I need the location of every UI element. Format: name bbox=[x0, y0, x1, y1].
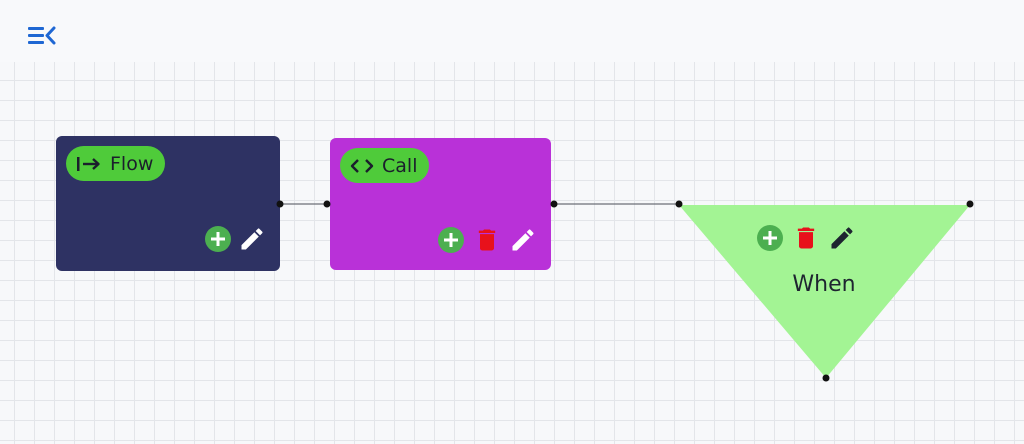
call-node[interactable]: Call bbox=[330, 138, 551, 270]
call-input-port[interactable] bbox=[323, 200, 331, 208]
when-add-button[interactable] bbox=[756, 224, 784, 252]
flow-node-label: Flow bbox=[110, 152, 154, 175]
when-node[interactable]: When bbox=[678, 204, 971, 379]
edit-icon bbox=[512, 229, 534, 251]
flow-output-port[interactable] bbox=[276, 200, 284, 208]
call-output-port[interactable] bbox=[550, 200, 558, 208]
collapse-menu-button[interactable] bbox=[24, 20, 60, 52]
when-node-label: When bbox=[792, 272, 856, 297]
when-delete-button[interactable] bbox=[792, 224, 820, 252]
call-node-pill[interactable]: Call bbox=[340, 148, 430, 183]
call-edit-button[interactable] bbox=[509, 226, 537, 254]
flow-node[interactable]: Flow bbox=[56, 136, 280, 271]
call-add-button[interactable] bbox=[437, 226, 465, 254]
flow-node-actions bbox=[198, 225, 266, 253]
when-edit-button[interactable] bbox=[828, 224, 856, 252]
add-icon bbox=[757, 225, 783, 251]
edit-icon bbox=[241, 228, 263, 250]
add-icon bbox=[438, 227, 464, 253]
delete-icon bbox=[797, 227, 815, 249]
when-output-port[interactable] bbox=[966, 200, 974, 208]
flow-arrow-icon bbox=[76, 155, 102, 173]
call-delete-button[interactable] bbox=[473, 226, 501, 254]
delete-icon bbox=[478, 229, 496, 251]
when-node-shape bbox=[679, 205, 970, 378]
flow-add-button[interactable] bbox=[204, 225, 232, 253]
when-input-port[interactable] bbox=[675, 200, 683, 208]
flow-edit-button[interactable] bbox=[238, 225, 266, 253]
code-brackets-icon bbox=[350, 157, 374, 175]
flow-node-pill[interactable]: Flow bbox=[66, 146, 166, 181]
call-node-label: Call bbox=[382, 154, 418, 177]
when-node-actions bbox=[756, 224, 864, 252]
edit-icon bbox=[831, 227, 853, 249]
when-bottom-port[interactable] bbox=[822, 374, 830, 382]
toolbar bbox=[0, 0, 1024, 62]
collapse-menu-icon bbox=[28, 26, 56, 45]
call-node-actions bbox=[429, 226, 537, 254]
add-icon bbox=[205, 226, 231, 252]
